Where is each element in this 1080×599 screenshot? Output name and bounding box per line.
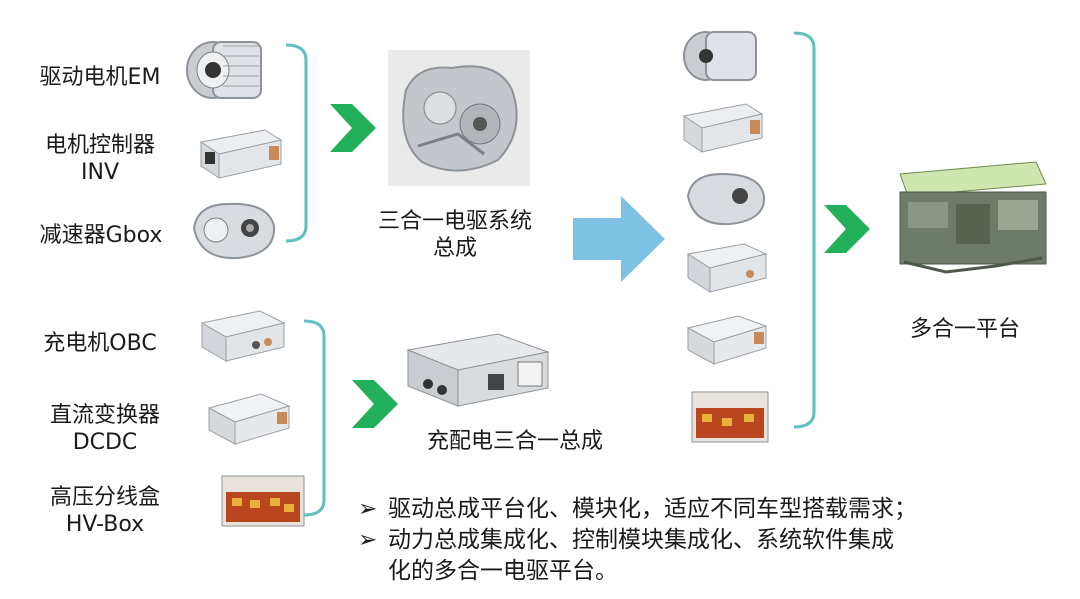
- stack-gearbox-image: [682, 170, 768, 226]
- pdu-assembly-image: [398, 326, 558, 410]
- bullet-marker: ➢: [358, 496, 378, 522]
- bullet-item-2: ➢ 动力总成集成化、控制模块集成化、系统软件集成: [358, 525, 917, 556]
- label-dcdc-sub: DCDC: [72, 430, 138, 455]
- motor-image: [183, 28, 275, 106]
- platform-image: [886, 154, 1056, 278]
- bracket-power-group: [303, 319, 326, 517]
- stack-hvbox-image: [690, 390, 770, 444]
- bullet-text-1: 驱动总成平台化、模块化，适应不同车型搭载需求；: [388, 496, 917, 522]
- summary-bullets: ➢ 驱动总成平台化、模块化，适应不同车型搭载需求； ➢ 动力总成集成化、控制模块…: [358, 494, 917, 587]
- chevron-arrow-drive: [330, 104, 376, 152]
- edrive-assembly-label: 三合一电驱系统 总成: [360, 208, 550, 262]
- bullet-text-2: 动力总成集成化、控制模块集成化、系统软件集成: [388, 527, 894, 553]
- bullet-item-1: ➢ 驱动总成平台化、模块化，适应不同车型搭载需求；: [358, 494, 917, 525]
- chevron-arrow-platform: [824, 205, 870, 253]
- bullet-text-2-continued: 化的多合一电驱平台。: [388, 558, 618, 584]
- hvbox-image: [220, 474, 306, 528]
- label-hvbox-sub: HV-Box: [65, 512, 145, 537]
- label-gearbox: 减速器Gbox: [39, 223, 163, 248]
- edrive-assembly-image: [388, 50, 530, 186]
- label-motor-controller: 电机控制器 INV: [30, 132, 170, 186]
- bullet-marker: ➢: [358, 527, 378, 553]
- label-motor-controller-sub: INV: [81, 160, 119, 185]
- edrive-assembly-label-line1: 三合一电驱系统: [377, 209, 532, 234]
- dcdc-image: [205, 388, 295, 450]
- platform-label: 多合一平台: [909, 317, 1020, 342]
- label-motor-controller-name: 电机控制器: [44, 133, 155, 158]
- inverter-image: [195, 122, 285, 182]
- gearbox-image: [188, 198, 280, 262]
- label-dcdc: 直流变换器 DCDC: [40, 402, 170, 456]
- bracket-platform-group: [793, 31, 816, 429]
- stack-motor-image: [680, 22, 766, 88]
- label-hvbox: 高压分线盒 HV-Box: [40, 484, 170, 538]
- chevron-arrow-power: [352, 380, 398, 428]
- pdu-assembly-label: 充配电三合一总成: [426, 429, 603, 454]
- stack-obc-image: [684, 238, 770, 296]
- stack-dcdc-image: [684, 310, 770, 368]
- obc-image: [198, 305, 288, 367]
- edrive-assembly-label-line2: 总成: [432, 236, 477, 261]
- label-dcdc-name: 直流变换器: [49, 403, 160, 428]
- label-hvbox-name: 高压分线盒: [49, 485, 160, 510]
- bracket-drive-group: [285, 43, 308, 243]
- stack-inverter-image: [680, 98, 766, 156]
- label-drive-motor: 驱动电机EM: [39, 65, 161, 90]
- big-arrow: [573, 196, 665, 282]
- label-obc: 充电机OBC: [43, 331, 157, 356]
